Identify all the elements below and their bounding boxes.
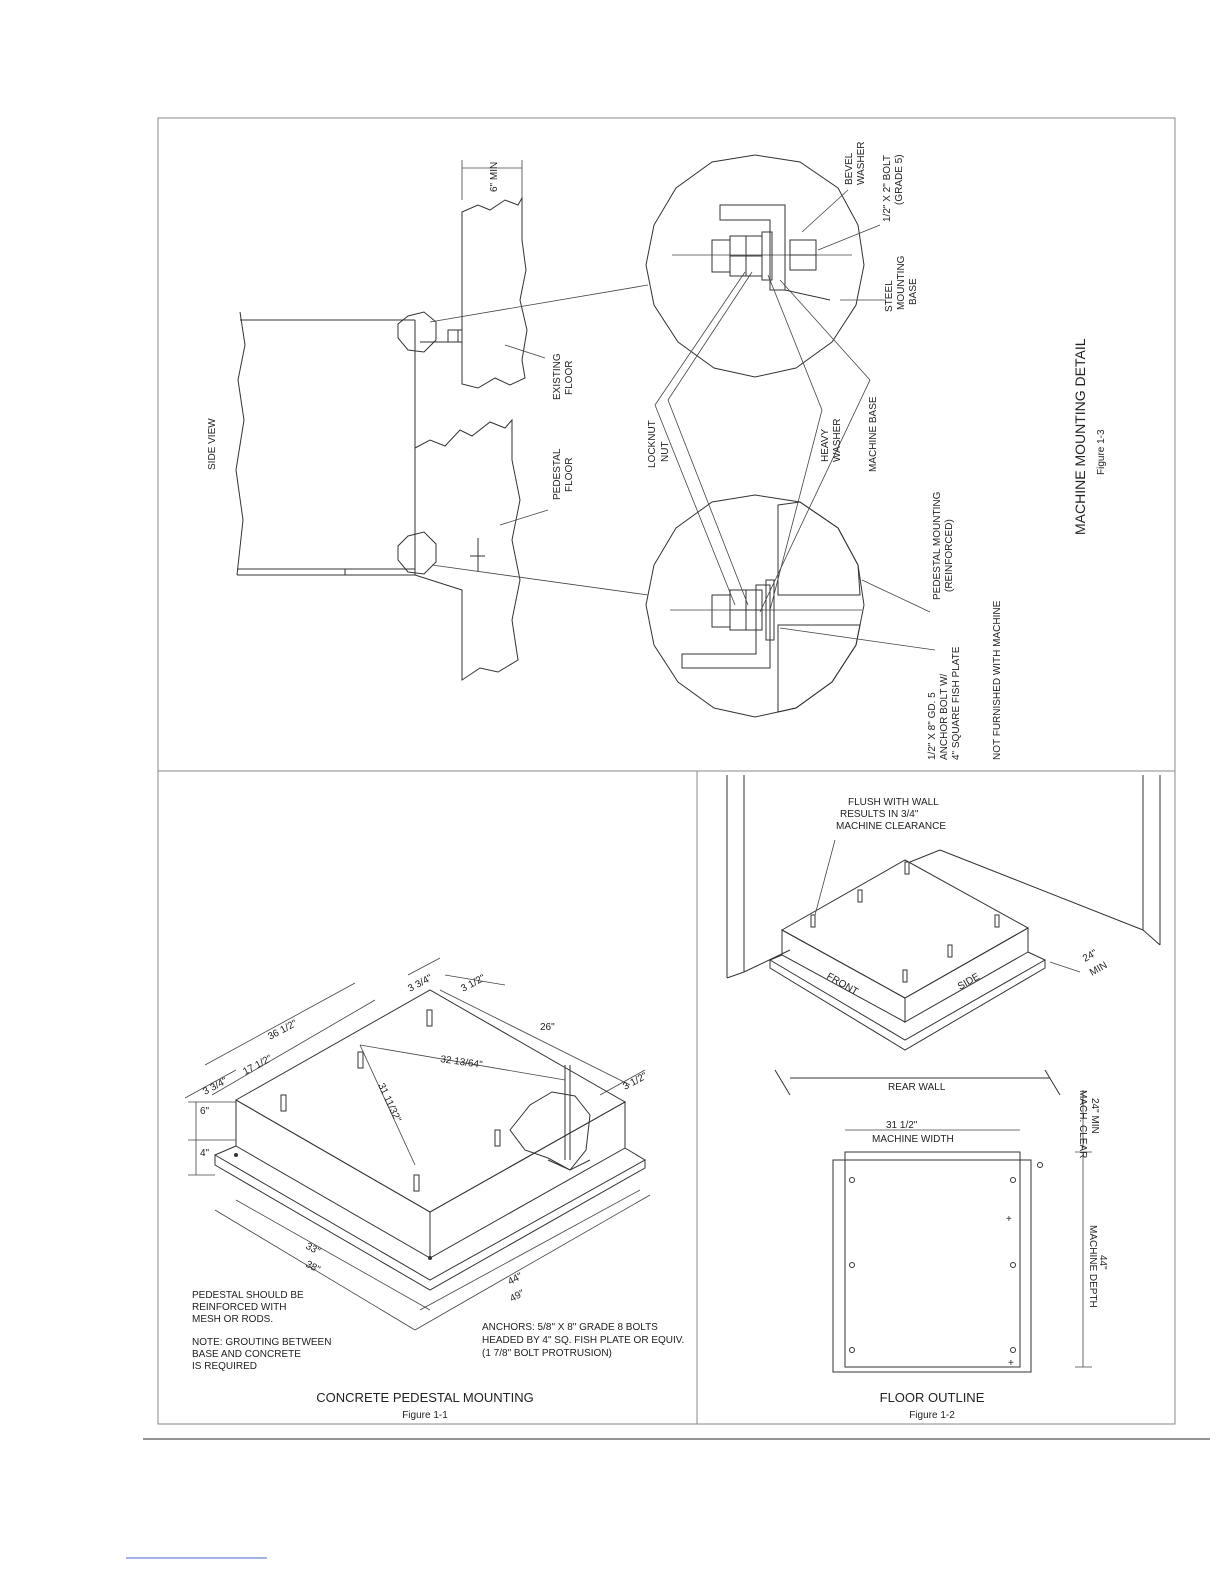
- steel-base-label-1: STEEL: [884, 280, 895, 312]
- figure-1-1-title: CONCRETE PEDESTAL MOUNTING: [316, 1390, 533, 1405]
- note-grout-3: IS REQUIRED: [192, 1361, 257, 1372]
- flush-label-2: RESULTS IN 3/4": [840, 809, 919, 820]
- dim-31-11-32: 31 11/32": [375, 1082, 403, 1125]
- dim-3-3-4-left: 3 3/4": [201, 1076, 229, 1098]
- machine-width-label: MACHINE WIDTH: [872, 1134, 954, 1145]
- dim-33: 33": [304, 1241, 323, 1258]
- rear-wall-label: REAR WALL: [888, 1082, 946, 1093]
- side-view-machine: [235, 311, 416, 576]
- existing-floor-label-2: FLOOR: [564, 361, 575, 395]
- flush-label-3: MACHINE CLEARANCE: [836, 821, 946, 832]
- figure-1-3-title: MACHINE MOUNTING DETAIL: [1072, 338, 1088, 535]
- note-anchors-3: (1 7/8" BOLT PROTRUSION): [482, 1348, 612, 1359]
- dim-3-3-4-top: 3 3/4": [406, 973, 434, 995]
- figure-1-1-concrete-pedestal: 36 1/2" 17 1/2" 3 3/4" 3 1/2" 26" 3 3/4"…: [184, 957, 684, 1421]
- machine-footprint: [844, 1151, 1021, 1368]
- existing-floor-label-1: EXISTING: [552, 353, 563, 400]
- dim-38: 38": [304, 1259, 323, 1276]
- steel-base-label-3: BASE: [908, 278, 919, 305]
- steel-base-label-2: MOUNTING: [896, 255, 907, 310]
- floor-pedestal-top: [780, 859, 1030, 999]
- note-grout-2: BASE AND CONCRETE: [192, 1349, 301, 1360]
- side-label: SIDE: [956, 971, 982, 992]
- anchor-bolt-label-1: 1/2" X 8" GD. 5: [927, 692, 938, 760]
- pedestal-floor-label-1: PEDESTAL: [552, 448, 563, 500]
- front-label: FRONT: [825, 971, 860, 998]
- locknut-label-2: NUT: [660, 441, 671, 462]
- clear-label-2: MACH. CLEAR: [1077, 1090, 1088, 1158]
- not-furnished-label: NOT FURNISHED WITH MACHINE: [992, 600, 1003, 760]
- clear-label-1: 24" MIN: [1089, 1098, 1100, 1134]
- floor-outline-frame: [832, 1159, 1032, 1373]
- detail-callout-upper: [397, 311, 437, 353]
- machine-depth-dim: 44": [1097, 1255, 1108, 1270]
- flush-label-1: FLUSH WITH WALL: [848, 797, 939, 808]
- anchor-bolt-label-2: ANCHOR BOLT W/: [939, 673, 950, 760]
- bevel-washer-label-1: BEVEL: [844, 152, 855, 185]
- figure-1-2-floor-outline: FLUSH WITH WALL RESULTS IN 3/4" MACHINE …: [726, 775, 1161, 1421]
- detail-circle-upper: [645, 154, 865, 378]
- figure-1-1-number: Figure 1-1: [402, 1410, 448, 1421]
- figure-1-2-number: Figure 1-2: [909, 1410, 955, 1421]
- side-view-label: SIDE VIEW: [207, 418, 218, 470]
- center-mark: +: [1006, 1214, 1012, 1225]
- min24-label-1: 24": [1081, 948, 1100, 965]
- dim-4: 4": [200, 1148, 210, 1159]
- bevel-washer-label-2: WASHER: [856, 141, 867, 185]
- pedestal-floor-label-2: FLOOR: [564, 458, 575, 492]
- detail-callout-lower: [397, 531, 437, 575]
- machine-base-label: MACHINE BASE: [868, 396, 879, 472]
- dim-6: 6": [200, 1106, 210, 1117]
- dim-17-1-2: 17 1/2": [241, 1053, 274, 1078]
- pedestal-front-face: [235, 1099, 431, 1259]
- heavy-washer-label-1: HEAVY: [820, 429, 831, 462]
- corner-mark: +: [1008, 1358, 1014, 1369]
- dim-3-1-2-right: 3 1/2": [621, 1071, 649, 1093]
- machine-depth-label: MACHINE DEPTH: [1087, 1225, 1098, 1308]
- figure-1-3-number: Figure 1-3: [1096, 429, 1107, 475]
- pedestal-mounting-label-1: PEDESTAL MOUNTING: [932, 491, 943, 600]
- bolt-label-1: 1/2" X 2" BOLT: [882, 155, 893, 222]
- detail-circle-lower: [645, 494, 865, 718]
- note-grout-1: NOTE: GROUTING BETWEEN: [192, 1337, 331, 1348]
- dim-3-1-2-top: 3 1/2": [459, 973, 487, 995]
- dimension-lines: [184, 957, 651, 1331]
- dim-49: 49": [508, 1288, 527, 1305]
- existing-floor-slab: [420, 196, 528, 389]
- pedestal-floor-slab: [414, 418, 521, 681]
- note-reinforce-1: PEDESTAL SHOULD BE: [192, 1290, 304, 1301]
- min24-label-2: MIN: [1088, 960, 1109, 979]
- note-anchors-2: HEADED BY 4" SQ. FISH PLATE OR EQUIV.: [482, 1335, 684, 1346]
- note-reinforce-3: MESH OR RODS.: [192, 1314, 273, 1325]
- bolt-label-2: (GRADE 5): [894, 154, 905, 205]
- anchor-bolts: [280, 1009, 501, 1192]
- note-reinforce-2: REINFORCED WITH: [192, 1302, 286, 1313]
- figure-1-2-title: FLOOR OUTLINE: [880, 1390, 985, 1405]
- anchor-bolt-label-3: 4" SQUARE FISH PLATE: [951, 646, 962, 760]
- dim-44: 44": [506, 1271, 525, 1288]
- pedestal-mounting-label-2: (REINFORCED): [944, 519, 955, 592]
- sheet-frame: [126, 117, 1210, 1559]
- machine-width-dim: 31 1/2": [886, 1120, 918, 1131]
- locknut-label-1: LOCKNUT: [647, 420, 658, 468]
- min-dimension-label: 6" MIN: [489, 162, 500, 192]
- dim-26: 26": [540, 1022, 555, 1033]
- note-anchors-1: ANCHORS: 5/8" X 8" GRADE 8 BOLTS: [482, 1322, 658, 1333]
- callout-leaders: [461, 160, 936, 651]
- heavy-washer-label-2: WASHER: [832, 418, 843, 462]
- dim-32-13-64: 32 13/64": [440, 1054, 484, 1071]
- figure-1-3-machine-mounting-detail: SIDE VIEW 6" MIN EXISTING FLOOR PEDESTAL…: [207, 141, 1107, 760]
- dim-36-1-2: 36 1/2": [266, 1018, 299, 1043]
